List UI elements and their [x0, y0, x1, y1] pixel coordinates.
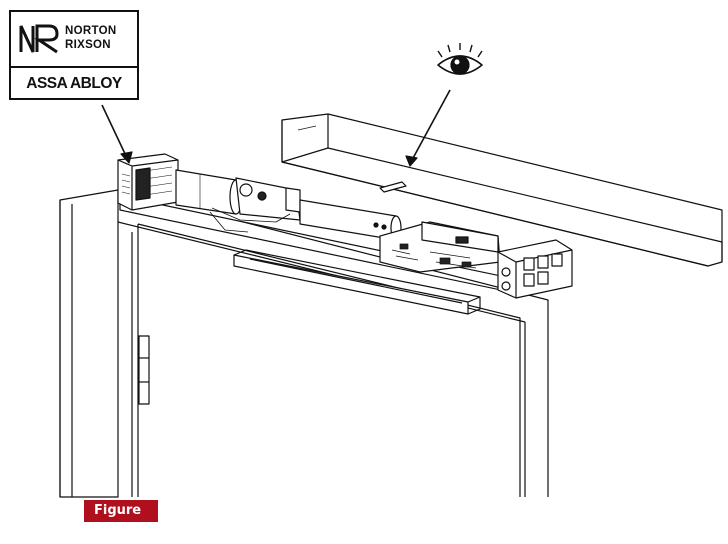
figure-caption: Figure 16: [84, 500, 158, 540]
group-name: ASSA ABLOY: [26, 75, 122, 92]
door-arm: [233, 249, 481, 315]
arrow-to-cover: [405, 89, 451, 167]
brand-name-line-1: NORTON: [65, 25, 117, 37]
logo-divider: [11, 66, 137, 68]
operator-installation-diagram: [59, 43, 723, 498]
door-hinge: [138, 335, 150, 405]
controller-board: [379, 221, 501, 273]
door-frame: [59, 189, 549, 498]
norton-rixson-logo: NORTON RIXSON ASSA ABLOY: [9, 10, 139, 100]
terminal-bracket: [497, 239, 573, 299]
motor-end-cap: [117, 153, 179, 211]
arrow-to-motor-end: [101, 104, 133, 164]
logo-top-panel: NORTON RIXSON: [11, 12, 137, 66]
brand-name-line-2: RIXSON: [65, 39, 111, 51]
eye-icon: [437, 43, 483, 75]
nr-monogram-icon: [19, 24, 59, 54]
operator-cover: [281, 113, 723, 267]
